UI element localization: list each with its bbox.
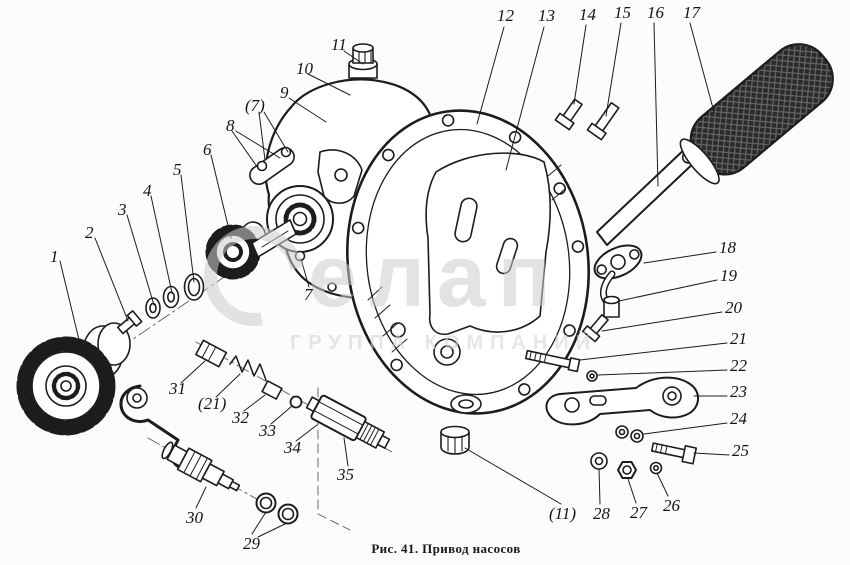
callout-28: 28: [593, 504, 610, 523]
callout-34: 34: [284, 438, 301, 457]
flange-bolts: [554, 98, 620, 141]
callout-30: 30: [186, 508, 203, 527]
callout-6: 6: [203, 140, 212, 159]
callout-32: 32: [232, 408, 249, 427]
callout-3: 3: [118, 200, 127, 219]
callout-23: 23: [730, 382, 747, 401]
callout-8: 8: [226, 116, 235, 135]
mounting-bracket: [545, 376, 699, 479]
callout-12: 12: [497, 6, 514, 25]
callout-22: 22: [730, 356, 747, 375]
callout-11-ref: (11): [549, 504, 577, 523]
bolt-25: [650, 442, 698, 465]
drive-gear-chain: [16, 219, 297, 436]
callout-1: 1: [50, 247, 59, 266]
drain-plug: [440, 425, 470, 455]
callout-7-ref: (7): [245, 96, 265, 115]
bolt-20: [582, 313, 609, 343]
lever-and-spool: [119, 384, 299, 525]
callout-19: 19: [720, 266, 737, 285]
flange-inner-plate: [367, 152, 566, 414]
callout-15: 15: [614, 3, 631, 22]
callout-18: 18: [719, 238, 736, 257]
figure-caption: Рис. 41. Привод насосов: [371, 541, 521, 556]
union-fitting: [593, 244, 643, 318]
callout-20: 20: [725, 298, 742, 317]
callout-21: 21: [730, 329, 747, 348]
callout-4: 4: [143, 181, 152, 200]
control-lever: [596, 43, 834, 246]
valve-assembly: [195, 339, 391, 449]
callout-24: 24: [730, 409, 747, 428]
callout-7-mid: 7: [304, 285, 313, 304]
callout-25: 25: [732, 441, 749, 460]
callout-27: 27: [630, 503, 647, 522]
callout-26: 26: [663, 496, 680, 515]
callout-31: 31: [169, 379, 186, 398]
callout-5: 5: [173, 160, 182, 179]
callout-17: 17: [683, 3, 700, 22]
stud-21: [524, 349, 581, 373]
callout-33: 33: [259, 421, 276, 440]
callout-21-ref: (21): [198, 394, 227, 413]
callout-11: 11: [331, 35, 347, 54]
filler-plug: [352, 43, 374, 64]
callout-10: 10: [296, 59, 313, 78]
callout-16: 16: [647, 3, 664, 22]
callout-14: 14: [579, 5, 596, 24]
callout-35: 35: [337, 465, 354, 484]
callout-9: 9: [280, 83, 289, 102]
callout-2: 2: [85, 223, 94, 242]
washer-22: [586, 370, 598, 382]
nut-27: [617, 461, 637, 479]
bolt-2: [116, 310, 143, 335]
callout-13: 13: [538, 6, 555, 25]
leader-lines: [59, 22, 730, 538]
callout-29: 29: [243, 534, 260, 553]
